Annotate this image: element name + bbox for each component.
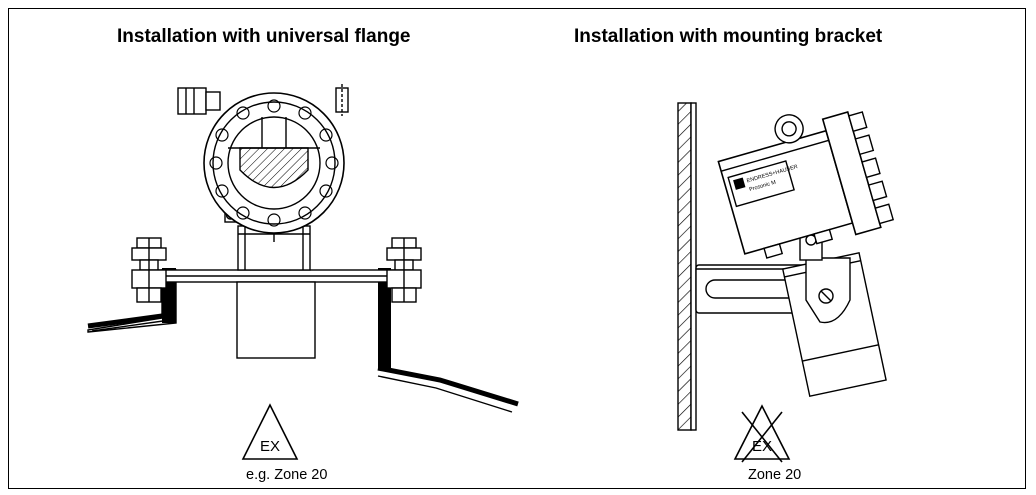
ex-zone-crossed-icon: EX xyxy=(733,404,791,463)
ex-symbol-text-left: EX xyxy=(260,438,280,455)
right-panel-title: Installation with mounting bracket xyxy=(574,26,883,47)
right-panel-caption: Zone 20 xyxy=(748,467,802,483)
figure-frame xyxy=(8,8,1026,489)
left-panel-title: Installation with universal flange xyxy=(117,26,411,47)
flange-installation-drawing xyxy=(87,84,519,413)
bracket-installation-drawing: ENDRESS+HAUSER Prosonic M xyxy=(677,102,895,431)
ex-zone-icon: EX xyxy=(241,403,299,460)
left-panel-caption: e.g. Zone 20 xyxy=(246,467,328,483)
